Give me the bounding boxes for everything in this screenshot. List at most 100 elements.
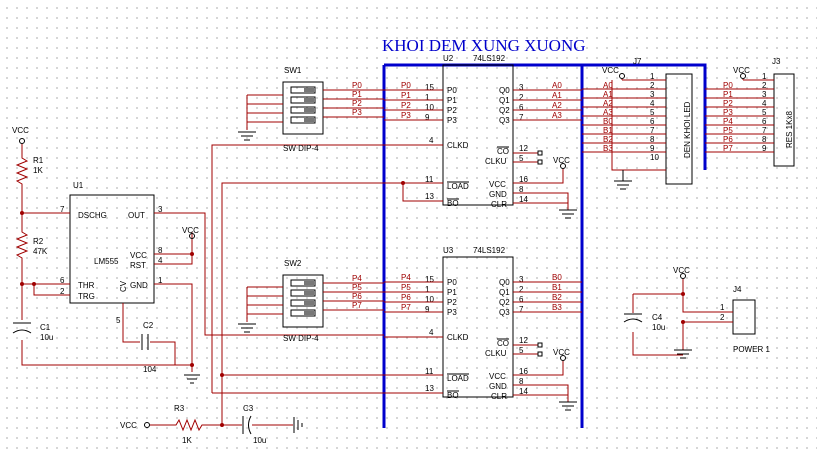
sw2-net-3: P7 [352, 301, 362, 310]
j7-led-connector: J7 VCC DEN KHOI LED 12A03A14A25A36B07B18… [582, 57, 693, 190]
u3-co-nc [537, 342, 543, 348]
u3-gnd-symbol [559, 401, 577, 411]
j7-pin-10: 10 [650, 153, 659, 162]
u2-ref: U2 [443, 54, 454, 63]
vcc-label-r3: VCC [120, 421, 137, 430]
lm555-timer: U1 LM555 DSCHG OUT VCC RST THR TRG CV GN… [20, 181, 384, 372]
r1-ref: R1 [33, 156, 44, 165]
j7-pin-7: 7 [650, 126, 655, 135]
sw1-toggle-3 [290, 116, 316, 124]
u2-pin-in-1: P1 [447, 96, 457, 105]
j3-pin-7: 7 [762, 126, 767, 135]
vcc-label-j3: VCC [733, 66, 750, 75]
sw2-toggle-1 [290, 289, 316, 297]
u3-num-clkd: 4 [429, 328, 434, 337]
u3-ref: U3 [443, 246, 454, 255]
u3-body [442, 256, 514, 398]
u1-num-1: 1 [158, 276, 163, 285]
c4-value: 10u [652, 323, 665, 332]
u2-pin-gnd: GND [489, 190, 507, 199]
j7-net-3: A2 [603, 99, 613, 108]
u3-pin-out-2: Q2 [499, 298, 510, 307]
u1-pin-gnd: GND [130, 281, 148, 290]
sw1-toggle-knob-3 [304, 118, 314, 122]
sw1-ref: SW1 [284, 66, 302, 75]
c1-value: 10u [40, 333, 53, 342]
u3-pin-out-3: Q3 [499, 308, 510, 317]
j7-pin-4: 4 [650, 99, 655, 108]
u2-net-in-1: P1 [401, 91, 411, 100]
j7-pin-2: 2 [650, 81, 655, 90]
sw1-toggle-2 [290, 106, 316, 114]
j7-pin-1: 1 [650, 72, 655, 81]
sw1-net-0: P0 [352, 81, 362, 90]
u2-net-out-1: A1 [552, 91, 562, 100]
u2-pin-out-3: Q3 [499, 116, 510, 125]
r2-ref: R2 [33, 237, 44, 246]
u2-num-in-3: 9 [425, 113, 430, 122]
j7-net-7: B2 [603, 135, 613, 144]
u2-pin-out-1: Q1 [499, 96, 510, 105]
u3-pin-gnd: GND [489, 382, 507, 391]
sw2-net-2: P6 [352, 292, 362, 301]
u2-vcc-label: VCC [553, 156, 570, 165]
u2-clku-nc [537, 159, 543, 165]
u2-num-out-3: 7 [519, 113, 524, 122]
j4-name: POWER 1 [733, 345, 770, 354]
sw2-name: SW DIP-4 [283, 334, 319, 343]
u3-net-in-2: P6 [401, 293, 411, 302]
u2-pin-load: LOAD [447, 182, 469, 191]
u2-num-gnd: 8 [519, 185, 524, 194]
c2-value: 104 [143, 365, 157, 374]
j3-net-4: P3 [723, 108, 733, 117]
u1-name: LM555 [94, 257, 119, 266]
u3-net-out-0: B0 [552, 273, 562, 282]
u2-num-clr: 14 [519, 195, 528, 204]
j3-pin-2: 2 [762, 81, 767, 90]
j3-pin-8: 8 [762, 135, 767, 144]
r3-ref: R3 [174, 404, 185, 413]
j7-ref: J7 [633, 57, 642, 66]
u3-pin-clkd: CLKD [447, 333, 469, 342]
sw1-net-1: P1 [352, 90, 362, 99]
u1-pin-thr: THR [78, 281, 95, 290]
u2-co-nc [537, 150, 543, 156]
j3-pin-3: 3 [762, 90, 767, 99]
j3-pin-9: 9 [762, 144, 767, 153]
j3-net-5: P4 [723, 117, 733, 126]
u3-pin-load: LOAD [447, 374, 469, 383]
u3-num-out-2: 6 [519, 295, 524, 304]
u2-pin-vcc: VCC [489, 180, 506, 189]
u1-ref: U1 [73, 181, 84, 190]
u2-net-in-2: P2 [401, 101, 411, 110]
u3-pin-vcc: VCC [489, 372, 506, 381]
u2-pin-bo: BO [447, 199, 459, 208]
u2-gnd-symbol [559, 209, 577, 219]
sw2-net-1: P5 [352, 283, 362, 292]
u2-name: 74LS192 [473, 54, 506, 63]
u3-net-out-1: B1 [552, 283, 562, 292]
j4-power-connector: VCC J4 1 2 C4 10u POWER 1 [623, 266, 770, 359]
u2-net-in-0: P0 [401, 81, 411, 90]
j3-net-2: P1 [723, 90, 733, 99]
u3-pin-in-1: P1 [447, 288, 457, 297]
sw2-toggle-2 [290, 299, 316, 307]
u3-num-in-0: 15 [425, 275, 434, 284]
j4-ref: J4 [733, 285, 742, 294]
u2-pin-co: CO [497, 147, 509, 156]
j3-pin-1: 1 [762, 72, 767, 81]
vcc-label-j4: VCC [673, 266, 690, 275]
j7-name: DEN KHOI LED [683, 101, 692, 158]
vcc-label-j7: VCC [602, 66, 619, 75]
u2-pin-clku: CLKU [485, 157, 507, 166]
sw1-net-3: P3 [352, 108, 362, 117]
u2-net-out-2: A2 [552, 101, 562, 110]
u1-pin-cv: CV [119, 280, 128, 292]
u1-num-3: 3 [158, 205, 163, 214]
timing-network: VCC R1 1K R2 47K C1 10u C2 104 VCC [12, 126, 200, 384]
u2-pin-out-2: Q2 [499, 106, 510, 115]
u3-pin-in-0: P0 [447, 278, 457, 287]
u3-name: 74LS192 [473, 246, 506, 255]
u3-num-in-1: 1 [425, 285, 430, 294]
